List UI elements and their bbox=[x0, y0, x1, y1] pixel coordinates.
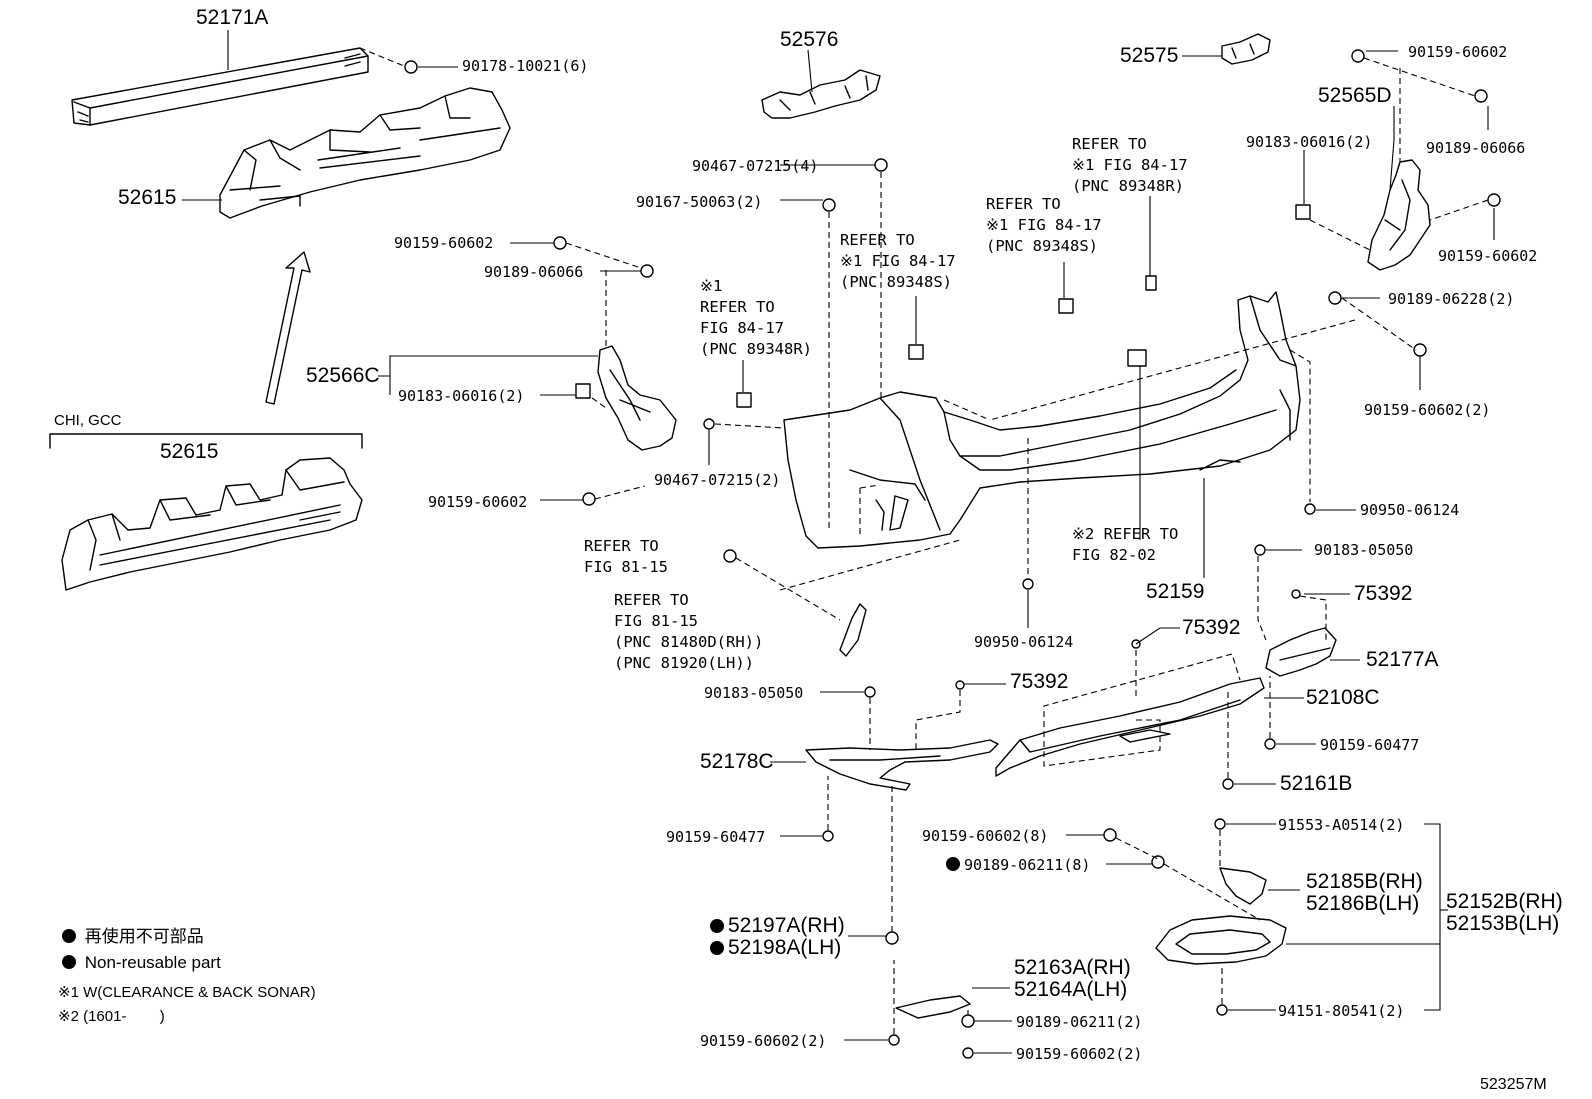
ref-fig-84-17-89348R-right[interactable]: REFER TO ※1 FIG 84-17 (PNC 89348R) bbox=[1072, 135, 1188, 195]
part-90467-07215-4[interactable]: 90467-07215(4) bbox=[692, 157, 819, 175]
part-90167-50063[interactable]: 90167-50063(2) bbox=[636, 193, 763, 211]
part-90189-06211-8[interactable]: 90189-06211(8) bbox=[946, 855, 1090, 875]
drawing-id: 523257M bbox=[1480, 1076, 1547, 1093]
part-90189-06228[interactable]: 90189-06228(2) bbox=[1388, 290, 1515, 308]
ref-fig-84-17-89348S-center[interactable]: REFER TO ※1 FIG 84-17 (PNC 89348S) bbox=[840, 231, 956, 291]
part-90183-05050-b[interactable]: 90183-05050 bbox=[704, 684, 804, 702]
legend-jp-text: 再使用不可部品 bbox=[84, 927, 204, 946]
lower-extension-52178C bbox=[805, 739, 999, 791]
part-90189-06211-8-label: 90189-06211(8) bbox=[964, 856, 1091, 874]
ref-fig-82-02[interactable]: ※2 REFER TO FIG 82-02 bbox=[1072, 525, 1179, 564]
part-90159-60602-c[interactable]: 90159-60602 bbox=[1408, 43, 1508, 61]
part-52566C[interactable]: 52566C bbox=[306, 364, 380, 387]
part-52576[interactable]: 52576 bbox=[780, 28, 839, 51]
reflector bbox=[839, 603, 867, 657]
bracket-52576 bbox=[761, 69, 881, 119]
part-90159-60477-b[interactable]: 90159-60477 bbox=[666, 828, 766, 846]
part-52198A-label: 52198A(LH) bbox=[728, 936, 842, 959]
part-52164A[interactable]: 52164A(LH) bbox=[1014, 978, 1128, 1001]
bracket-52163A bbox=[895, 995, 971, 1019]
exhaust-garnish-52152B bbox=[1155, 915, 1287, 965]
bumper-cover-52159 bbox=[783, 291, 1301, 549]
part-91553-A0514[interactable]: 91553-A0514(2) bbox=[1278, 816, 1405, 834]
part-90189-06066-a[interactable]: 90189-06066 bbox=[484, 263, 584, 281]
legend-en-text: Non-reusable part bbox=[84, 953, 221, 972]
part-90467-07215-2[interactable]: 90467-07215(2) bbox=[654, 471, 781, 489]
part-52153B[interactable]: 52153B(LH) bbox=[1446, 912, 1560, 935]
part-52565D[interactable]: 52565D bbox=[1318, 84, 1392, 107]
ref-fig-84-17-89348S-right[interactable]: REFER TO ※1 FIG 84-17 (PNC 89348S) bbox=[986, 195, 1102, 255]
part-90178-10021[interactable]: 90178-10021(6) bbox=[462, 57, 589, 75]
ref-fig-84-17-89348R-left[interactable]: ※1 REFER TO FIG 84-17 (PNC 89348R) bbox=[700, 277, 812, 358]
part-90159-60602-2-right[interactable]: 90159-60602(2) bbox=[1016, 1045, 1143, 1063]
part-52197A[interactable]: 52197A(RH) bbox=[710, 914, 845, 938]
bracket-52575 bbox=[1221, 33, 1271, 65]
part-52177A[interactable]: 52177A bbox=[1366, 648, 1439, 671]
part-52186B[interactable]: 52186B(LH) bbox=[1306, 892, 1420, 915]
non-reusable-marker-icon bbox=[62, 955, 76, 969]
part-90950-06124-b[interactable]: 90950-06124 bbox=[974, 633, 1074, 651]
non-reusable-marker-icon bbox=[710, 919, 724, 933]
reinforcement-52171A bbox=[71, 47, 369, 126]
part-94151-80541[interactable]: 94151-80541(2) bbox=[1278, 1002, 1405, 1020]
leader-lines bbox=[182, 30, 1495, 1054]
part-90189-06211-2[interactable]: 90189-06211(2) bbox=[1016, 1013, 1143, 1031]
part-52152B[interactable]: 52152B(RH) bbox=[1446, 890, 1563, 913]
part-52108C[interactable]: 52108C bbox=[1306, 686, 1380, 709]
part-90159-60602-d[interactable]: 90159-60602 bbox=[1438, 247, 1538, 265]
part-90159-60477-a[interactable]: 90159-60477 bbox=[1320, 736, 1420, 754]
part-90159-60602-2-left[interactable]: 90159-60602(2) bbox=[700, 1032, 827, 1050]
part-75392-a[interactable]: 75392 bbox=[1354, 582, 1413, 605]
part-90159-60602-e[interactable]: 90159-60602(2) bbox=[1364, 401, 1491, 419]
part-90183-05050-a[interactable]: 90183-05050 bbox=[1314, 541, 1414, 559]
part-52185B[interactable]: 52185B(RH) bbox=[1306, 870, 1423, 893]
part-52161B[interactable]: 52161B bbox=[1280, 772, 1353, 795]
part-90189-06066-b[interactable]: 90189-06066 bbox=[1426, 139, 1526, 157]
part-52163A[interactable]: 52163A(RH) bbox=[1014, 956, 1131, 979]
non-reusable-marker-icon bbox=[62, 929, 76, 943]
legend-note-1: ※1 W(CLEARANCE & BACK SONAR) bbox=[58, 984, 316, 1001]
part-90950-06124-a[interactable]: 90950-06124 bbox=[1360, 501, 1460, 519]
ref-fig-81-15-reflector[interactable]: REFER TO FIG 81-15 (PNC 81480D(RH)) (PNC… bbox=[614, 591, 764, 672]
part-52171A[interactable]: 52171A bbox=[196, 6, 269, 29]
part-52615-upper[interactable]: 52615 bbox=[118, 186, 177, 209]
part-90159-60602-a[interactable]: 90159-60602 bbox=[394, 234, 494, 252]
bracket-52185B bbox=[1219, 867, 1267, 905]
absorber-52615-lower bbox=[49, 433, 363, 591]
dashed-assembly-lines bbox=[359, 47, 1489, 1034]
part-52178C[interactable]: 52178C bbox=[700, 750, 774, 773]
non-reusable-marker-icon bbox=[710, 941, 724, 955]
part-52197A-label: 52197A(RH) bbox=[728, 914, 845, 937]
part-90183-06016-b[interactable]: 90183-06016(2) bbox=[1246, 133, 1373, 151]
assembly-arrow bbox=[265, 251, 311, 405]
group-label-chi-gcc: CHI, GCC bbox=[54, 412, 122, 429]
part-52575[interactable]: 52575 bbox=[1120, 44, 1179, 67]
non-reusable-marker-icon bbox=[946, 857, 960, 871]
legend-line-en: Non-reusable part bbox=[62, 952, 221, 974]
bracket-52177A bbox=[1265, 627, 1337, 677]
part-52159[interactable]: 52159 bbox=[1146, 580, 1205, 603]
absorber-52615-upper bbox=[219, 87, 511, 219]
ref-fig-81-15[interactable]: REFER TO FIG 81-15 bbox=[584, 537, 668, 576]
side-bracket-52565D bbox=[1367, 159, 1431, 271]
part-75392-b[interactable]: 75392 bbox=[1182, 616, 1241, 639]
part-90159-60602-8[interactable]: 90159-60602(8) bbox=[922, 827, 1049, 845]
part-75392-c[interactable]: 75392 bbox=[1010, 670, 1069, 693]
lower-spoiler-52108C bbox=[995, 677, 1265, 777]
part-90159-60602-b[interactable]: 90159-60602 bbox=[428, 493, 528, 511]
part-90183-06016-a[interactable]: 90183-06016(2) bbox=[398, 387, 525, 405]
legend-note-2: ※2 (1601- ) bbox=[58, 1008, 165, 1025]
legend-line-jp: 再使用不可部品 bbox=[62, 926, 204, 948]
side-bracket-52566C bbox=[597, 345, 677, 451]
part-52198A[interactable]: 52198A(LH) bbox=[710, 936, 841, 960]
part-52615-lower[interactable]: 52615 bbox=[160, 440, 219, 463]
clip-parts bbox=[404, 49, 1501, 1059]
